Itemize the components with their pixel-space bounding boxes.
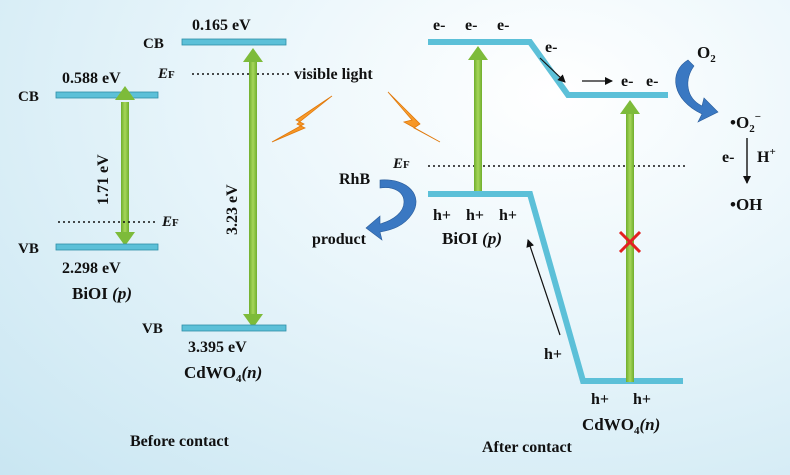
e-reagent-label: e- [722,149,734,166]
cdwo4-vb-value: 3.395 eV [188,339,247,356]
degradation-curved-arrow-icon [365,179,417,241]
cdwo4-gap-value: 3.23 eV [224,184,241,235]
electron-label: e- [433,17,445,34]
lightning-bolt-icon [271,95,333,143]
visible-light-label: visible light [294,66,373,83]
biOI-cb-band [55,91,159,99]
lightning-bolt-icon-2 [387,91,441,143]
cdwo4-cb-band [181,38,287,46]
cdwo4-cb-label: CB [143,36,164,52]
h-reagent-label: H+ [757,146,776,166]
cdwo4-gap-arrow [243,48,263,328]
hole-label: h+ [466,207,484,224]
cdwo4-vb-label: VB [142,321,163,337]
hydroxyl-label: •OH [730,195,762,214]
rhb-label: RhB [339,171,370,188]
blocked-x-icon [618,230,642,254]
hole-transfer-arrow [526,239,561,336]
hole-label: h+ [433,207,451,224]
cdwo4-name: CdWO4(n) [184,363,262,385]
biOI-cb-label: CB [18,89,39,105]
cdwo4-cb-value: 0.165 eV [192,17,251,34]
cdwo4-fermi-label: EF [157,66,175,82]
oxygen-label: O2 [697,43,716,65]
biOI-cb-value: 0.588 eV [62,70,121,87]
product-label: product [312,231,367,248]
electron-label: e- [497,17,509,34]
after-cdwo4-gap-arrow [620,100,640,382]
hole-label: h+ [591,391,609,408]
biOI-vb-value: 2.298 eV [62,260,121,277]
after-cb-band [428,39,668,98]
biOI-name: BiOI (p) [72,284,132,303]
biOI-vb-label: VB [18,241,39,257]
biOI-gap-arrow [115,86,135,246]
electron-label: e- [646,73,658,90]
biOI-gap-value: 1.71 eV [95,154,112,205]
hole-transfer-label: h+ [544,346,562,363]
biOI-vb-band [55,243,159,251]
after-e-labels-left: e- e- e- [433,17,509,34]
reduction-curved-arrow-icon [675,59,719,123]
biOI-fermi-label: EF [161,214,179,230]
before-contact-caption: Before contact [130,433,229,450]
electron-label: e- [465,17,477,34]
after-cdwo4-name: CdWO4(n) [582,415,660,437]
after-fermi-label: EF [392,156,410,172]
after-biOI-gap-arrow [468,46,488,192]
electron-transfer-label: e- [545,39,557,56]
electron-label: e- [621,73,633,90]
superoxide-label: •O2− [730,111,761,135]
hole-label: h+ [633,391,651,408]
after-h-labels-left: h+ h+ h+ [433,207,517,224]
electron-transfer-arrow [539,57,566,83]
after-biOI-name: BiOI (p) [442,229,502,248]
after-contact-caption: After contact [482,439,573,456]
hole-label: h+ [499,207,517,224]
cdwo4-vb-band [181,324,287,332]
